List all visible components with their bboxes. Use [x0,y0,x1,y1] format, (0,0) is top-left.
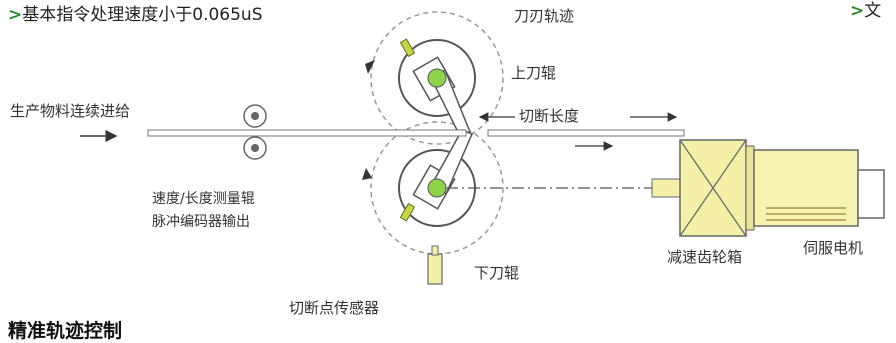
motor-end-cap [857,169,885,219]
section-heading: 精准轨迹控制 [8,320,123,342]
label-servo-motor: 伺服电机 [803,239,864,257]
lower-rotation-arrow [362,168,372,180]
label-lower-roller: 下刀辊 [474,264,520,282]
label-cut-sensor: 切断点传感器 [289,299,380,317]
coupling-shaft [651,178,681,198]
upper-roller-hub [427,68,447,88]
cut-sensor [427,253,443,285]
top-left-note: >基本指令处理速度小于0.065uS [8,0,262,25]
upper-counterweight [399,38,416,58]
bullet-icon: > [850,1,865,21]
material-strip-left [147,129,467,137]
label-measure-roller-1: 速度/长度测量辊 [152,191,255,207]
label-gearbox: 减速齿轮箱 [667,248,743,266]
lower-counterweight [399,202,416,222]
speed-note: 基本指令处理速度小于0.065uS [22,5,263,25]
upper-rotation-arrow [365,60,375,74]
bullet-icon: > [8,5,23,25]
label-cut-length: 切断长度 [519,107,580,125]
material-strip-right [487,129,685,137]
diagram-graphics [80,11,885,285]
top-right-note: >文 [850,0,881,21]
label-feed: 生产物料连续进给 [10,102,131,120]
top-right-fragment: 文 [864,1,882,21]
label-blade-path: 刀刃轨迹 [514,7,575,25]
upper-blade-path [370,11,504,145]
rotary-cutter-diagram: >基本指令处理速度小于0.065uS >文 刀刃轨迹 上刀辊 生产物料连续进给 … [8,0,885,342]
label-upper-roller: 上刀辊 [511,64,557,82]
lower-roller-hub [427,178,447,198]
label-measure-roller-2: 脉冲编码器输出 [152,214,250,230]
